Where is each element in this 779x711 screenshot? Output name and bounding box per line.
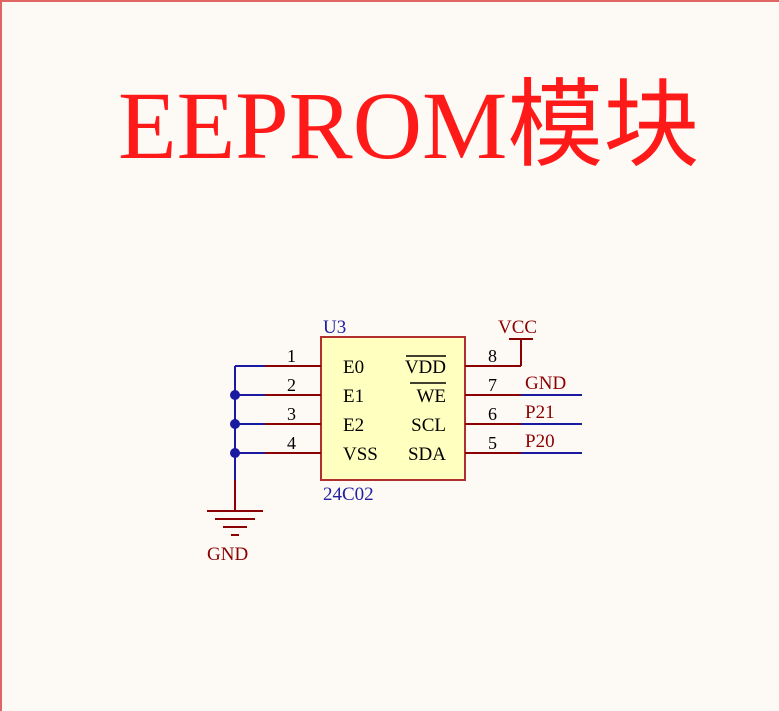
right-pin-numbers: 8 7 6 5	[488, 346, 497, 453]
right-pin-names: VDD WE SCL SDA	[405, 357, 446, 465]
right-wires	[521, 394, 582, 454]
net-label-p21: P21	[525, 402, 555, 423]
ground-label: GND	[207, 544, 248, 565]
pin-number: 1	[287, 346, 296, 366]
left-pin-lines	[265, 365, 321, 454]
junction-dot	[230, 390, 240, 400]
left-pin-names: E0 E1 E2 VSS	[343, 357, 378, 465]
pin-number: 3	[287, 404, 296, 424]
right-pin-lines	[465, 365, 521, 454]
junction-dot	[230, 419, 240, 429]
pin-name: E2	[343, 415, 364, 436]
junction-dot	[230, 448, 240, 458]
chip-body	[320, 336, 466, 481]
pin-name: SCL	[411, 415, 446, 436]
pin-name: E0	[343, 357, 364, 378]
net-label-p20: P20	[525, 431, 555, 452]
pin-name: E1	[343, 386, 364, 407]
pin-name: VDD	[405, 357, 446, 378]
junction-dots	[230, 390, 240, 458]
part-label: 24C02	[323, 484, 374, 505]
pin-number: 4	[287, 433, 296, 453]
pin-number: 8	[488, 346, 497, 366]
vcc-net-label: VCC	[498, 317, 537, 338]
vcc-symbol-icon	[509, 338, 533, 366]
designator-label: U3	[323, 317, 346, 338]
pin-name: SDA	[408, 444, 446, 465]
overbars	[406, 355, 446, 384]
net-label-gnd: GND	[525, 373, 566, 394]
pin-number: 2	[287, 375, 296, 395]
pin-name: VSS	[343, 444, 378, 465]
pin-number: 5	[488, 433, 497, 453]
pin-name: WE	[416, 386, 446, 407]
pin-number: 7	[488, 375, 497, 395]
ground-symbol-icon	[207, 480, 263, 536]
pin-number: 6	[488, 404, 497, 424]
sheet-border-left	[0, 0, 2, 711]
page-title: EEPROM模块	[118, 72, 700, 179]
sheet-border-top	[0, 0, 779, 2]
left-pin-numbers: 1 2 3 4	[287, 346, 296, 453]
